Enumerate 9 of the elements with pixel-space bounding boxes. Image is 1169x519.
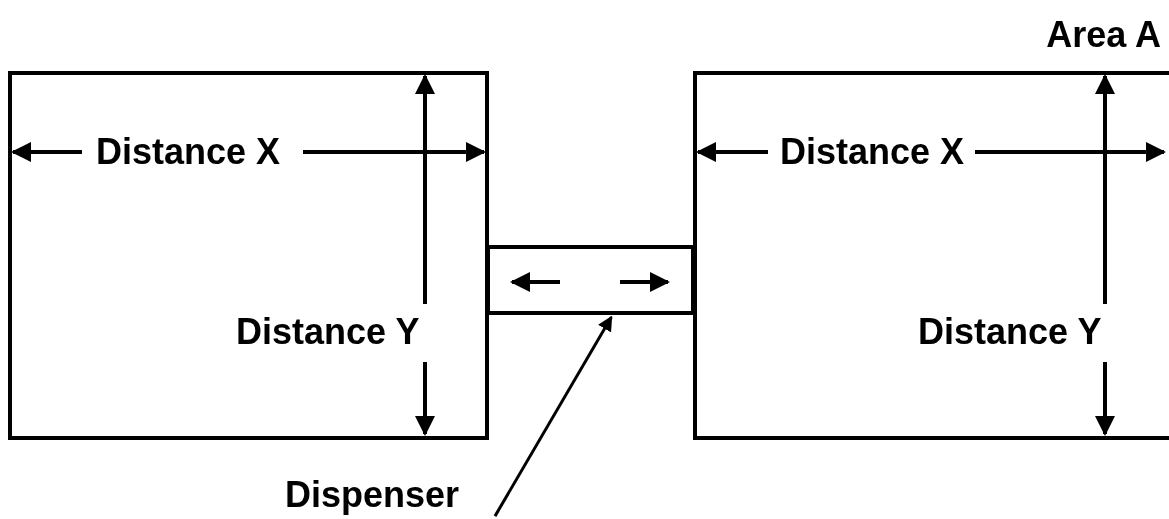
area-box — [8, 71, 489, 440]
dimension-label: Distance X — [780, 134, 965, 170]
dimension-label: Distance Y — [236, 314, 420, 350]
dimension-label: Distance Y — [918, 314, 1102, 350]
dimension-label: Distance X — [96, 134, 281, 170]
corridor-box — [486, 245, 695, 315]
leader-line — [493, 315, 613, 517]
dispenser-label: Dispenser — [285, 473, 495, 517]
area-heading: Area A — [1046, 17, 1161, 53]
